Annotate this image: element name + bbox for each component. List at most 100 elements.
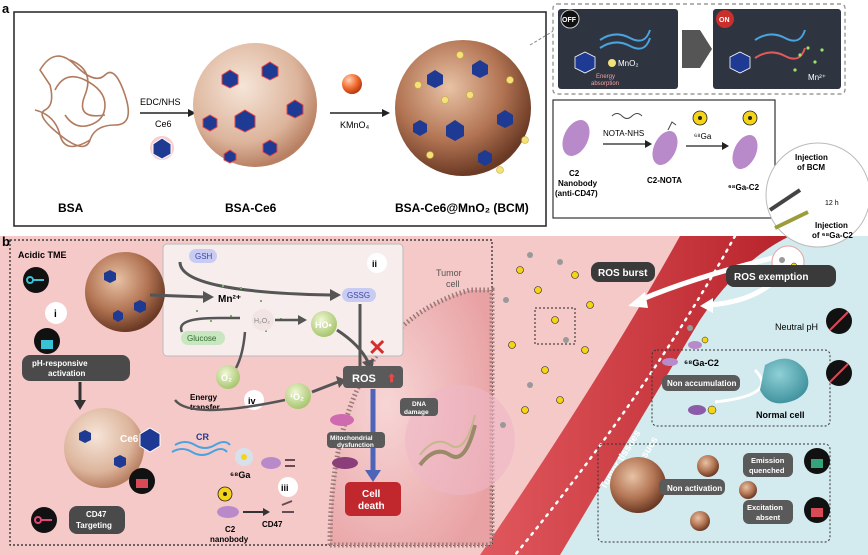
non-activation-box — [597, 443, 831, 543]
ga68-reagent-label: ⁶⁸Ga — [694, 132, 712, 141]
inj-bcm-1: Injection — [795, 153, 828, 162]
tumor-np-dots — [500, 252, 569, 428]
mitochondrion-icon-2 — [332, 457, 358, 469]
h2o2-label: H₂O₂ — [254, 318, 270, 325]
ga68-glow-icon — [241, 454, 247, 460]
cd47-targeting-label-1: CD47 — [86, 510, 107, 519]
off-ce6-icon — [574, 51, 596, 74]
step-ii-label: ii — [372, 259, 377, 269]
edc-nhs-label: EDC/NHS — [140, 97, 181, 107]
hours-label: 12 h — [825, 200, 839, 207]
excitation-badge — [743, 500, 793, 524]
ph-arrow — [682, 30, 712, 68]
glucose-label: Glucose — [187, 334, 217, 343]
mitochondrion-icon — [330, 414, 354, 426]
inj-ga-2: of ⁶⁸Ga-C2 — [812, 231, 853, 240]
emission-label-2: quenched — [749, 466, 785, 475]
ros-burst-badge — [591, 262, 655, 282]
bound-nanobody-icon — [261, 457, 281, 469]
cd47-receptor-icon — [281, 500, 294, 513]
anti-cd47-label: (anti-CD47) — [555, 189, 598, 198]
ros-burst-label: ROS burst — [598, 268, 648, 279]
energy-transfer-label-1: Energy — [190, 393, 218, 402]
cr-label: CR — [196, 432, 209, 442]
emission-badge — [743, 453, 793, 477]
syringe-ga-icon — [774, 210, 809, 230]
ga68-label: ⁶⁸Ga — [230, 470, 251, 480]
cell-death-box — [345, 482, 401, 516]
c2-nanobody-free-icon — [217, 506, 239, 518]
panel-a-label: a — [2, 1, 10, 16]
bcm-blue-units — [413, 60, 513, 166]
energy-transfer-label-2: transfer — [190, 403, 220, 412]
o2-circle — [216, 365, 240, 389]
tumor-cell-label-2: cell — [446, 279, 460, 289]
gssg-label: GSSG — [347, 291, 370, 300]
non-accumulation-label: Non accumulation — [667, 379, 736, 388]
cd47-targeting-label-2: Targeting — [76, 521, 112, 530]
mito-label-2: dysfunction — [337, 442, 374, 449]
non-activation-label: Non activation — [667, 484, 722, 493]
ce6-reagent-label: Ce6 — [155, 119, 172, 129]
bsa-protein — [34, 55, 130, 148]
on-mn2-label: Mn²⁺ — [808, 73, 826, 82]
mn2-label: Mn²⁺ — [218, 294, 241, 305]
ros-label: ROS — [352, 373, 376, 385]
on-ce6-icon — [729, 51, 751, 74]
ce6-molecule-icon — [152, 137, 172, 160]
ga-c2-icon — [732, 135, 758, 169]
gsh-label: GSH — [195, 252, 213, 261]
inj-bcm-2: of BCM — [797, 163, 825, 172]
panel-b-label: b — [2, 234, 10, 249]
cd47-label: CD47 — [262, 520, 283, 529]
normal-cell-icon — [760, 358, 809, 404]
ce6-label: Ce6 — [120, 434, 139, 445]
energy-label: Energy — [596, 74, 615, 80]
acidic-bcm-particle — [85, 252, 165, 332]
c2-label: C2 — [569, 169, 580, 178]
glucose-pill — [181, 331, 225, 345]
ga-c2-label: ⁶⁸Ga-C2 — [728, 183, 760, 192]
off-mno2-label: MnO₂ — [618, 59, 638, 68]
kmno4-label: KMnO₄ — [340, 120, 370, 130]
on-badge: ON — [719, 17, 730, 24]
non-accumulation-box — [651, 349, 831, 427]
cell-death-label-1: Cell — [362, 489, 381, 500]
inj-ga-1: Injection — [815, 221, 848, 230]
inactive-bcm-particle — [610, 457, 666, 513]
off-badge: OFF — [562, 17, 577, 24]
ph-trigger-label: pH<7 — [679, 73, 699, 82]
step-iv-label: iv — [248, 396, 256, 406]
ho-label: HO• — [315, 320, 332, 330]
normal-cell-label: Normal cell — [756, 410, 805, 420]
bsa-ce6-blue-units — [202, 61, 304, 164]
acidic-tme-label: Acidic TME — [18, 250, 67, 260]
ros-box — [343, 366, 403, 388]
bsa-label: BSA — [58, 201, 84, 215]
syringe-bcm-icon — [768, 188, 802, 212]
ros-exemption-badge — [726, 265, 836, 287]
non-activation-badge — [659, 479, 725, 495]
c2-nota-label: C2-NOTA — [647, 176, 682, 185]
excitation-label-2: absent — [756, 513, 781, 522]
cell-death-label-2: death — [358, 501, 385, 512]
emission-label-1: Emission — [751, 456, 785, 465]
bsa-ce6-label: BSA-Ce6 — [225, 201, 277, 215]
gsh-pill — [189, 249, 217, 263]
bcm-label: BSA-Ce6@MnO₂ (BCM) — [395, 201, 529, 215]
absorption-label: absorption — [591, 81, 619, 87]
kmno4-sphere-icon — [342, 74, 362, 94]
bcm-nanoparticle — [395, 40, 531, 176]
nanobody-label: Nanobody — [558, 179, 598, 188]
activation-label: activation — [48, 369, 85, 378]
ph-responsive-label: pH-responsive — [32, 359, 88, 368]
ph-activation-badge — [22, 355, 130, 381]
zoom-region-box — [534, 307, 576, 345]
c2-nanobody-label-2: nanobody — [210, 535, 249, 544]
non-accumulation-badge — [662, 375, 740, 391]
neutral-ph-label: Neutral pH — [775, 322, 818, 332]
ros-up-icon: ⬆ — [387, 373, 396, 385]
step-iii-label: iii — [281, 483, 289, 493]
step-i-label: i — [54, 309, 57, 320]
bcm-mno2-dots — [414, 51, 529, 174]
